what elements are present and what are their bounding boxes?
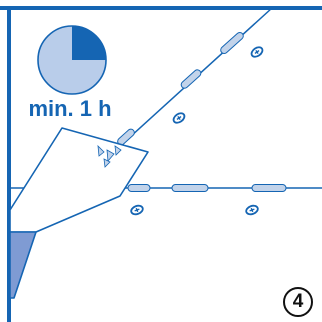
- sealant-bead-icon: [127, 184, 151, 192]
- timer-elapsed-wedge: [72, 26, 106, 60]
- caulking-cartridge-icon: [9, 127, 149, 299]
- timer-icon: [37, 25, 107, 95]
- sealant-bead-icon: [251, 184, 287, 192]
- screw-hole-icon: [250, 46, 264, 58]
- screw-hole-icon: [245, 204, 259, 216]
- sealant-bead-icon: [220, 31, 244, 55]
- sealant-bead-icon: [171, 184, 209, 192]
- screw-hole-icon: [172, 112, 186, 124]
- screw-hole-icon: [130, 204, 144, 216]
- step-number-badge: 4: [283, 287, 313, 317]
- sealant-bead-icon: [180, 69, 202, 89]
- duration-label: min. 1 h: [28, 96, 112, 121]
